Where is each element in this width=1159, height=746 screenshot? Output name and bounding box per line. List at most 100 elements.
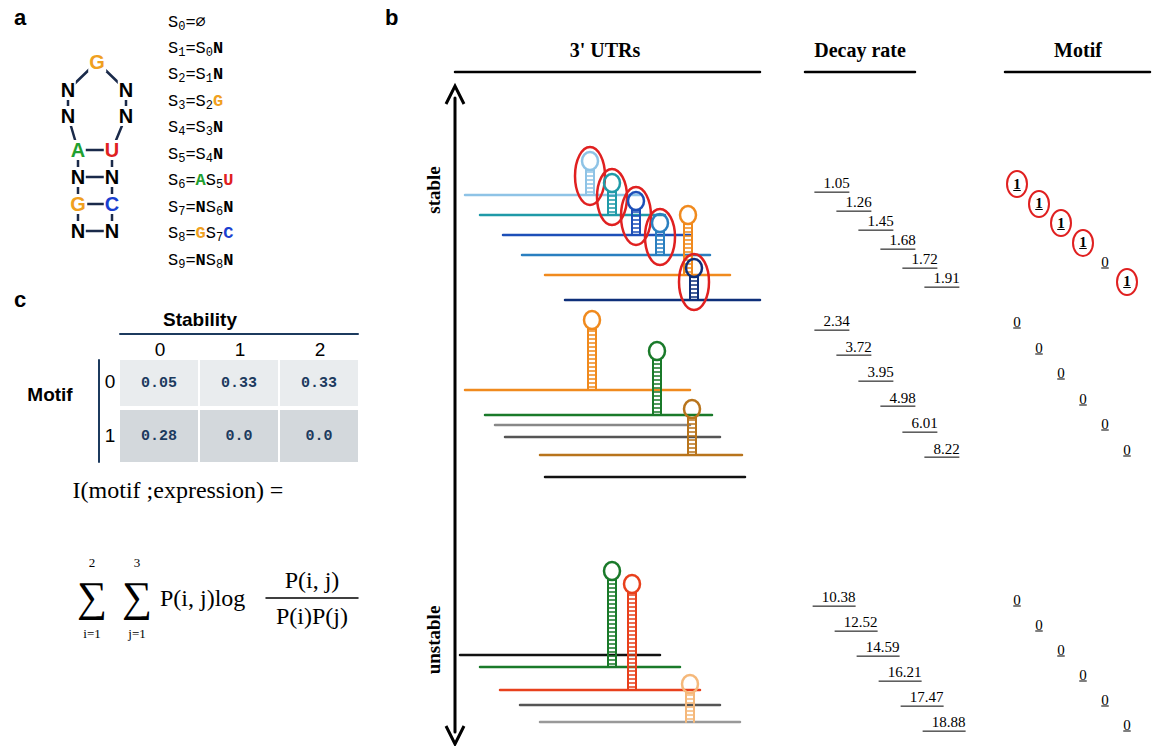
formula-text: P(i, j)log (160, 585, 245, 612)
drawing-stroke (628, 594, 636, 595)
drawing-stroke (588, 362, 596, 363)
decay-rate-value: 12.52 (835, 615, 878, 632)
grammar-rule: S2=S1N (168, 65, 223, 86)
decay-rate-value: 1.45 (858, 214, 893, 231)
drawing-stroke (683, 223, 685, 275)
drawing-stroke (653, 399, 661, 400)
panel-letter: a (14, 5, 26, 31)
drawing-stroke (522, 254, 710, 257)
decay-rate-value: 1.72 (902, 252, 937, 269)
drawing-stroke (608, 631, 616, 632)
grammar-rule: S0=∅ (168, 11, 206, 34)
motif-value: 0 (1013, 592, 1021, 609)
drawing-stroke (684, 227, 692, 228)
drawing-stroke (586, 179, 594, 180)
nucleotide-letter: G (69, 194, 87, 214)
drawing-stroke (608, 603, 616, 604)
drawing-stroke (545, 274, 730, 277)
decay-rate-value: 3.95 (858, 365, 893, 382)
drawing-stroke (628, 686, 636, 687)
drawing-stroke (653, 383, 661, 384)
column-header: Motif (1054, 39, 1102, 62)
hairpin-loop (604, 562, 620, 580)
motif-highlight (679, 254, 709, 310)
table-header: Stability (163, 309, 237, 331)
motif-value: 0 (1123, 441, 1131, 458)
drawing-stroke (588, 346, 596, 347)
table-column-label: 0 (155, 339, 166, 361)
drawing-stroke (608, 663, 616, 664)
motif-value: 1 (1123, 273, 1131, 290)
nucleotide-letter: N (60, 80, 76, 100)
drawing-stroke (686, 714, 694, 715)
drawing-stroke (656, 235, 664, 236)
drawing-stroke (639, 209, 641, 235)
decay-rate-value: 18.88 (923, 715, 966, 732)
grammar-rule: S9=NS8N (168, 250, 233, 271)
drawing-stroke (588, 358, 596, 359)
drawing-stroke (98, 360, 100, 462)
drawing-stroke (628, 630, 636, 631)
drawing-stroke (688, 451, 696, 452)
drawing-stroke (540, 721, 740, 724)
decay-rate-value: 6.01 (902, 416, 937, 433)
drawing-stroke (608, 623, 616, 624)
drawing-stroke (690, 288, 698, 289)
drawing-stroke (608, 207, 616, 208)
drawing-stroke (608, 591, 616, 592)
nucleotide-letter: N (118, 80, 134, 100)
drawing-stroke (120, 333, 358, 335)
drawing-stroke (608, 635, 616, 636)
drawing-stroke (690, 292, 698, 293)
drawing-stroke (628, 622, 636, 623)
hairpin-loop (584, 311, 600, 329)
table-cell: 0.0 (225, 428, 252, 445)
drawing-stroke (684, 231, 692, 232)
drawing-stroke (588, 350, 596, 351)
motif-value: 0 (1035, 339, 1043, 356)
drawing-stroke (690, 296, 698, 297)
drawing-stroke (500, 689, 700, 692)
drawing-stroke (588, 342, 596, 343)
table-column-label: 2 (315, 339, 326, 361)
table-row-label: 1 (105, 425, 116, 447)
drawing-stroke (586, 171, 594, 172)
drawing-stroke (608, 651, 616, 652)
drawing-stroke (520, 704, 720, 707)
drawing-stroke (588, 374, 596, 375)
drawing-stroke (465, 194, 640, 197)
drawing-stroke (460, 654, 660, 657)
drawing-stroke (686, 694, 694, 695)
drawing-stroke (588, 334, 596, 335)
arrow-head (446, 86, 464, 104)
drawing-stroke (684, 235, 692, 236)
drawing-stroke (495, 424, 690, 427)
drawing-stroke (684, 251, 692, 252)
circled-motif-value: 1 (1116, 268, 1138, 296)
decay-rate-value: 1.68 (880, 233, 915, 250)
drawing-stroke (588, 382, 596, 383)
drawing-stroke (608, 587, 616, 588)
drawing-stroke (632, 231, 640, 232)
circled-motif-value: 1 (1050, 209, 1072, 237)
drawing-stroke (653, 391, 661, 392)
hairpin-loop (652, 214, 668, 232)
drawing-stroke (608, 195, 616, 196)
motif-highlight (597, 169, 627, 225)
panel-letter: c (14, 287, 26, 313)
decay-rate-value: 1.26 (836, 195, 871, 212)
drawing-stroke (588, 330, 596, 331)
drawing-stroke (480, 666, 680, 669)
table-cell-ground (200, 360, 278, 406)
decay-rate-value: 3.72 (836, 339, 871, 356)
drawing-stroke (628, 650, 636, 651)
hairpin-loop (649, 342, 665, 360)
drawing-stroke (688, 439, 696, 440)
drawing-stroke (585, 169, 587, 195)
motif-value: 0 (1123, 717, 1131, 734)
decay-rate-value: 17.47 (901, 690, 944, 707)
hairpin-loop (628, 192, 644, 210)
axis-label: stable (423, 166, 445, 214)
nucleotide-letter: N (70, 167, 86, 187)
